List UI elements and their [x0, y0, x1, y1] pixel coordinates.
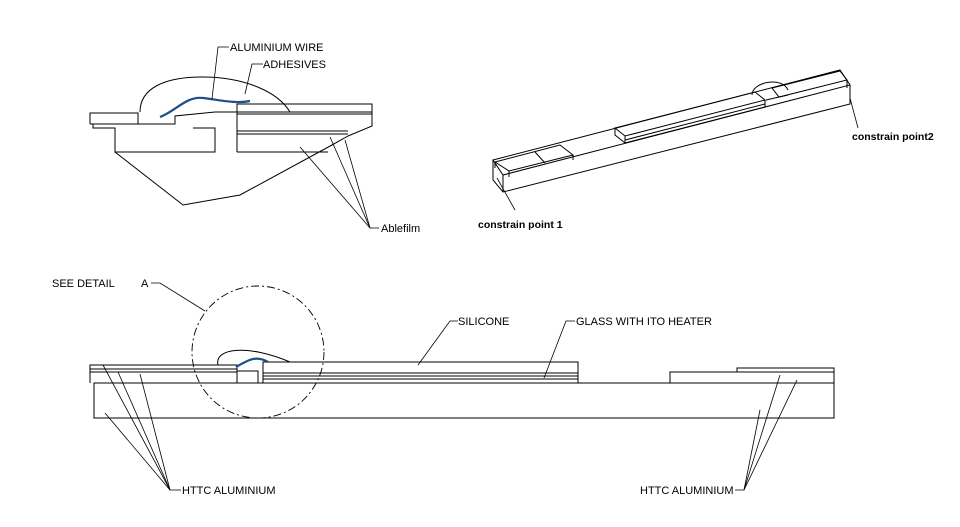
- side-view: SEE DETAIL A SILICONE GLASS WITH ITO HEA…: [52, 278, 835, 497]
- constrain-point-2-label: constrain point2: [852, 131, 934, 143]
- constrain-point-1-label: constrain point 1: [478, 219, 563, 231]
- step-profile: [92, 124, 216, 153]
- constrain-point-2-leader: [849, 97, 859, 129]
- silicone-label: SILICONE: [458, 316, 509, 328]
- detail-letter-label: A: [141, 278, 149, 290]
- detail-a-circle: [191, 285, 325, 419]
- base-wedge: [114, 135, 349, 206]
- see-detail-leader: [151, 282, 206, 312]
- iso-glass-top: [613, 91, 767, 137]
- adhesives-label: ADHESIVES: [263, 59, 326, 71]
- right-aluminium-block: [669, 371, 835, 384]
- glass-with-ito-heater-label: GLASS WITH ITO HEATER: [576, 316, 712, 328]
- iso-right-block-top: [771, 70, 848, 98]
- ablefilm-label: Ablefilm: [381, 223, 420, 235]
- adhesive-dome: [139, 76, 291, 113]
- glass-leader: [543, 320, 575, 379]
- iso-base-top: [492, 69, 851, 176]
- aluminium-wire-label: ALUMINIUM WIRE: [230, 42, 324, 54]
- see-detail-label: SEE DETAIL: [52, 278, 115, 290]
- aluminium-wire-leader: [211, 46, 229, 100]
- silicone-leader: [417, 320, 458, 366]
- httc-left-leader: [102, 364, 181, 491]
- httc-right-leader: [735, 374, 781, 491]
- ablefilm-leader: [344, 139, 379, 229]
- detail-a-view: ALUMINIUM WIRE ADHESIVES Ablefilm: [89, 42, 420, 235]
- aluminium-wire: [159, 96, 251, 119]
- httc-aluminium-left-label: HTTC ALUMINIUM: [182, 485, 276, 497]
- left-strip: [89, 112, 139, 124]
- constrain-point-1-leader: [496, 177, 516, 211]
- base-plate: [93, 382, 835, 419]
- iso-adhesive-dome: [751, 81, 789, 96]
- iso-base-front: [492, 85, 851, 193]
- httc-aluminium-right-label: HTTC ALUMINIUM: [640, 485, 734, 497]
- isometric-view: constrain point 1 constrain point2: [478, 69, 934, 231]
- side-aluminium-wire: [235, 357, 269, 368]
- adhesives-leader: [244, 63, 263, 95]
